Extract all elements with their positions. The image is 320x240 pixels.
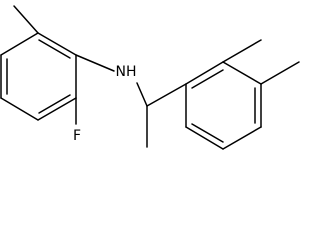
double-bond-inner	[38, 94, 71, 114]
bond	[37, 32, 77, 56]
methyl-bond-right-ring-para	[260, 61, 300, 85]
bond	[37, 97, 77, 121]
ring-to-nh-bond	[75, 54, 115, 72]
double-bond-inner	[191, 123, 224, 143]
bond	[185, 61, 224, 85]
bond	[222, 126, 262, 150]
double-bond-inner	[191, 69, 224, 89]
fluorine-label: F	[73, 128, 81, 144]
ch-to-ring-bond	[146, 83, 187, 107]
methyl-bond-right-ring-meta	[222, 39, 262, 63]
double-bond-inner	[38, 39, 71, 59]
right-benzene-ring	[185, 61, 262, 150]
nh-label: NH	[116, 64, 137, 80]
left-benzene-ring	[0, 32, 77, 121]
bond	[185, 126, 224, 150]
molecular-structure: F NH	[0, 5, 300, 150]
bond	[0, 32, 39, 56]
nh-to-ch-bond	[136, 82, 148, 107]
bond	[222, 61, 262, 85]
bond	[0, 97, 39, 121]
methyl-bond-left-ring	[13, 5, 39, 34]
